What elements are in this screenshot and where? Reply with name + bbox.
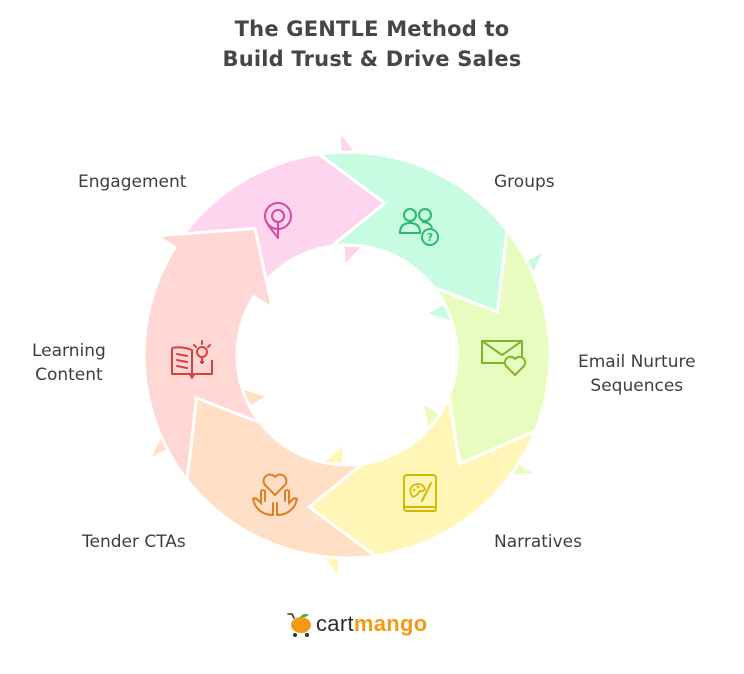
label-tender-ctas: Tender CTAs	[82, 530, 186, 554]
location-pin-icon	[264, 202, 292, 239]
label-engagement: Engagement	[78, 170, 186, 194]
logo-text-cart: cart	[316, 611, 354, 636]
label-groups-text: Groups	[494, 172, 555, 192]
mail-heart-icon	[481, 340, 527, 376]
label-learning-line-2: Content	[35, 365, 103, 385]
title-line-1: The GENTLE Method to	[234, 17, 510, 41]
arrow-shape-tender-ctas	[144, 369, 380, 560]
book-idea-icon	[171, 340, 213, 379]
label-learning-content: Learning Content	[32, 339, 106, 387]
mango-cart-icon	[287, 613, 311, 637]
label-narratives: Narratives	[494, 530, 582, 554]
svg-text:?: ?	[427, 231, 433, 244]
label-engagement-text: Engagement	[78, 172, 187, 192]
arrow-segment-learning	[142, 226, 275, 484]
label-email-line-2: Sequences	[590, 376, 684, 396]
art-book-icon	[403, 474, 437, 512]
label-groups: Groups	[494, 170, 555, 194]
arrow-segment-tender-ctas	[144, 369, 380, 560]
hands-heart-icon	[251, 473, 299, 516]
title-line-2: Build Trust & Drive Sales	[222, 47, 522, 71]
diagram-title: The GENTLE Method to Build Trust & Drive…	[0, 14, 744, 74]
label-narratives-text: Narratives	[494, 532, 582, 552]
label-email-nurture: Email Nurture Sequences	[578, 350, 696, 398]
users-question-icon: ?	[398, 208, 439, 246]
label-learning-line-1: Learning	[32, 341, 106, 361]
arrow-shape-learning	[142, 226, 275, 484]
label-tender-text: Tender CTAs	[82, 532, 186, 552]
logo-text-mango: mango	[353, 611, 428, 636]
label-email-line-1: Email Nurture	[578, 352, 696, 372]
